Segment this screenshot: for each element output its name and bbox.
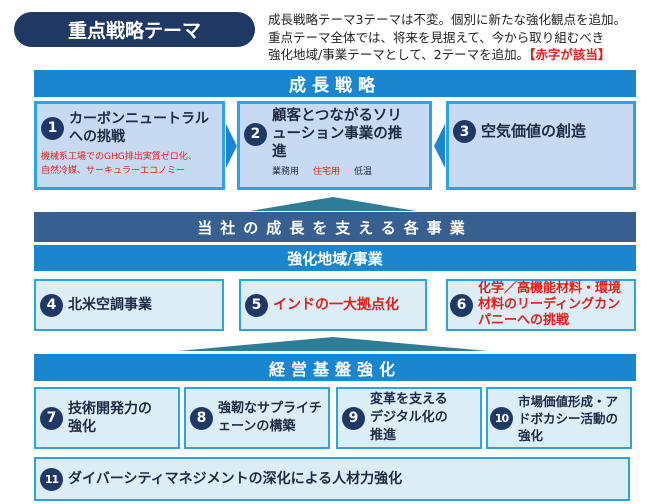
up-triangle (178, 337, 488, 351)
support-header: 当社の成長を支える各事業 (34, 212, 636, 242)
notes: 成長戦略テーマ3テーマは不変。個別に新たな強化観点を追加。 重点テーマ全体では、… (268, 12, 626, 62)
base-header: 経営基盤強化 (34, 354, 636, 381)
title-pill: 重点戦略テーマ (14, 12, 255, 47)
growth-header: 成長戦略 (34, 70, 636, 97)
arrow-right-icon (226, 124, 237, 168)
arrow-left-icon (434, 124, 445, 168)
region-header: 強化地域/事業 (34, 245, 636, 271)
up-triangle (250, 197, 416, 211)
